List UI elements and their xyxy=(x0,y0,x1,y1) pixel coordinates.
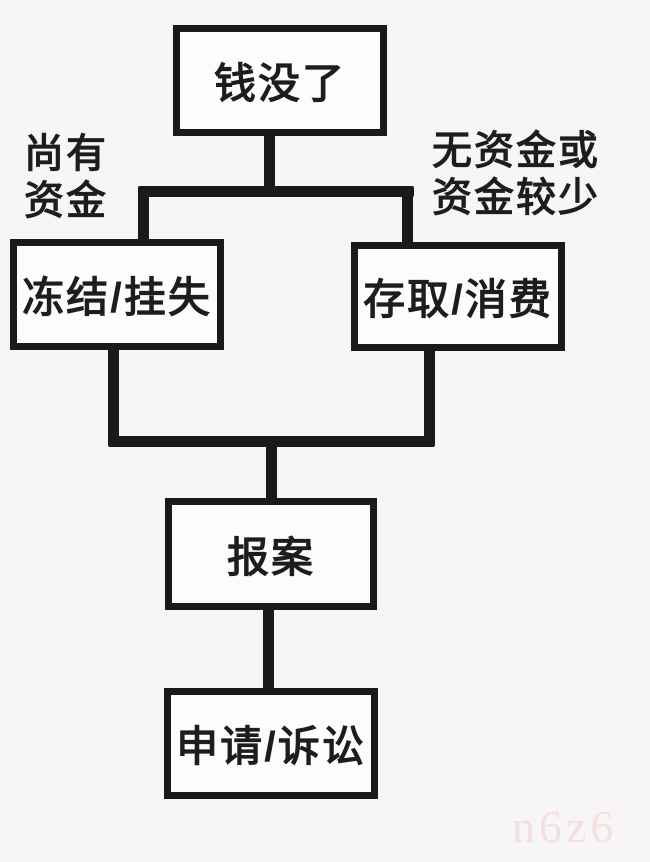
branch-note-right-line2: 资金较少 xyxy=(432,176,600,220)
connector-right-down xyxy=(424,348,435,442)
connector-report-to-apply-stem xyxy=(263,607,274,692)
connector-branch-bar xyxy=(138,186,414,197)
connector-branch-right-drop xyxy=(402,186,413,247)
node-withdraw-consume-label: 存取/消费 xyxy=(363,276,553,323)
branch-note-left-line1: 尚有 xyxy=(24,132,108,176)
node-withdraw-consume: 存取/消费 xyxy=(351,242,565,351)
node-freeze-loss: 冻结/挂失 xyxy=(10,239,224,350)
node-money-gone: 钱没了 xyxy=(173,25,387,136)
branch-note-right-line1: 无资金或 xyxy=(432,129,600,173)
node-apply-litigation-label: 申请/诉讼 xyxy=(176,723,366,770)
node-report-case: 报案 xyxy=(165,498,377,610)
node-money-gone-label: 钱没了 xyxy=(213,60,346,107)
branch-note-left-line2: 资金 xyxy=(24,179,108,223)
branch-note-left: 尚有 资金 xyxy=(24,131,108,225)
branch-note-right: 无资金或 资金较少 xyxy=(432,128,600,222)
connector-merge-stem xyxy=(266,436,277,502)
watermark-text: n6z6 xyxy=(512,801,618,852)
connector-left-down xyxy=(108,347,119,442)
connector-branch-left-drop xyxy=(138,186,149,244)
node-freeze-loss-label: 冻结/挂失 xyxy=(22,274,212,321)
connector-top-stem xyxy=(264,132,275,192)
node-apply-litigation: 申请/诉讼 xyxy=(164,688,378,799)
node-report-case-label: 报案 xyxy=(226,533,315,581)
